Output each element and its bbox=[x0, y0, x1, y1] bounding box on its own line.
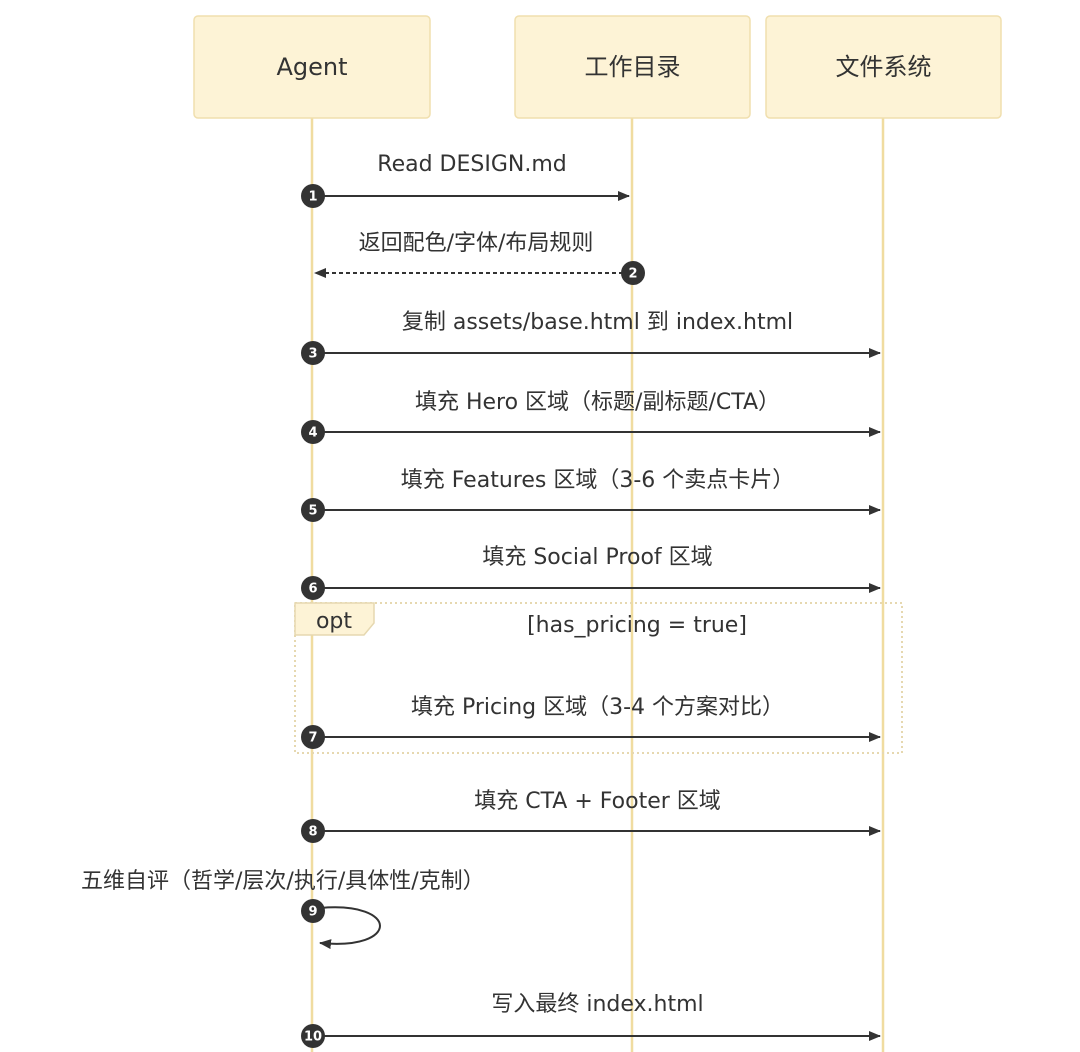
sequence-number-badge bbox=[301, 341, 325, 365]
sequence-number: 10 bbox=[304, 1030, 322, 1045]
messages: Read DESIGN.md 1 返回配色/字体/布局规则 2 复制 assets/ba… bbox=[81, 152, 881, 1048]
lifelines bbox=[310, 118, 885, 1052]
message-label: 返回配色/字体/布局规则 bbox=[359, 231, 594, 256]
message-label: 填充 Hero 区域（标题/副标题/CTA） bbox=[415, 390, 780, 415]
sequence-number: 7 bbox=[308, 731, 317, 746]
sequence-number: 6 bbox=[308, 582, 317, 597]
actors: Agent 工作目录 文件系统 bbox=[193, 15, 1002, 119]
message-8: 填充 CTA + Footer 区域 8 bbox=[301, 789, 881, 843]
sequence-number-badge bbox=[301, 576, 325, 600]
opt-block: opt [has_pricing = true] bbox=[294, 602, 903, 754]
sequence-number-badge bbox=[301, 498, 325, 522]
message-3: 复制 assets/base.html 到 index.html 3 bbox=[301, 310, 881, 365]
message-2: 返回配色/字体/布局规则 2 bbox=[314, 231, 645, 285]
opt-frame bbox=[294, 602, 903, 754]
opt-tab bbox=[294, 602, 375, 636]
message-label: 五维自评（哲学/层次/执行/具体性/克制） bbox=[81, 869, 485, 894]
message-6: 填充 Social Proof 区域 6 bbox=[301, 545, 881, 600]
sequence-number: 5 bbox=[308, 504, 317, 519]
message-1: Read DESIGN.md 1 bbox=[301, 152, 630, 208]
sequence-number-badge bbox=[301, 420, 325, 444]
actor-label-workdir: 工作目录 bbox=[585, 53, 681, 81]
message-label: 复制 assets/base.html 到 index.html bbox=[402, 310, 793, 335]
message-label: 写入最终 index.html bbox=[491, 992, 703, 1017]
actor-box-fs bbox=[765, 15, 1002, 119]
sequence-number: 8 bbox=[308, 825, 317, 840]
opt-keyword: opt bbox=[316, 609, 352, 634]
sequence-number-badge bbox=[301, 899, 325, 923]
message-label: 填充 Features 区域（3-6 个卖点卡片） bbox=[401, 468, 795, 493]
sequence-number-badge bbox=[301, 819, 325, 843]
sequence-number-badge bbox=[621, 261, 645, 285]
actor-label-fs: 文件系统 bbox=[836, 53, 932, 81]
sequence-number: 2 bbox=[628, 267, 637, 282]
opt-condition: [has_pricing = true] bbox=[527, 613, 747, 638]
message-label: 填充 Pricing 区域（3-4 个方案对比） bbox=[411, 695, 784, 720]
message-7: 填充 Pricing 区域（3-4 个方案对比） 7 bbox=[301, 695, 881, 749]
sequence-number: 3 bbox=[308, 347, 317, 362]
message-9: 五维自评（哲学/层次/执行/具体性/克制） 9 bbox=[81, 869, 485, 950]
message-label: 填充 Social Proof 区域 bbox=[482, 545, 712, 570]
message-label: 填充 CTA + Footer 区域 bbox=[474, 789, 721, 814]
actor-box-agent bbox=[193, 15, 431, 119]
message-5: 填充 Features 区域（3-6 个卖点卡片） 5 bbox=[301, 468, 881, 522]
message-arrow bbox=[319, 906, 381, 950]
sequence-number-badge bbox=[301, 184, 325, 208]
sequence-number-badge bbox=[301, 1024, 325, 1048]
sequence-number: 9 bbox=[308, 905, 317, 920]
actor-label-agent: Agent bbox=[276, 53, 347, 81]
sequence-number-badge bbox=[301, 725, 325, 749]
actor-box-workdir bbox=[514, 15, 751, 119]
sequence-number: 4 bbox=[308, 426, 317, 441]
message-10: 写入最终 index.html 10 bbox=[301, 992, 881, 1048]
sequence-number: 1 bbox=[308, 190, 317, 205]
message-4: 填充 Hero 区域（标题/副标题/CTA） 4 bbox=[301, 390, 881, 444]
message-label: Read DESIGN.md bbox=[377, 152, 566, 177]
